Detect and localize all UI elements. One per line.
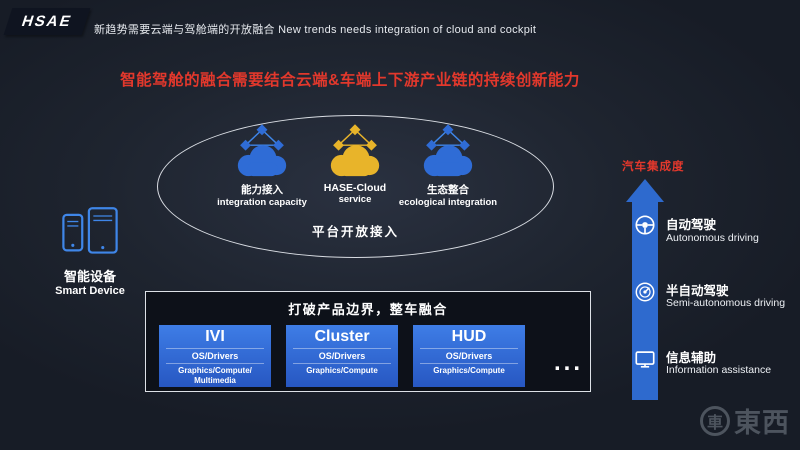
fusion-box: 打破产品边界，整车融合 IVI OS/Drivers Graphics/Comp… [145,291,591,392]
module-stack: Graphics/Compute/ Multimedia [178,364,252,387]
module-stack-line2: Multimedia [194,376,236,386]
cloud-label-cn: HASE-Cloud [323,182,387,194]
hsae-logo-text: HSAE [19,13,75,30]
module-stack-line1: Graphics/Compute [433,366,505,375]
level-semi-autonomous-cn: 半自动驾驶 [666,284,729,298]
hsae-logo: HSAE [3,8,91,35]
level-autonomous-cn: 自动驾驶 [666,218,717,232]
level-semi-autonomous-en: Semi-autonomous driving [666,297,786,309]
fusion-box-title: 打破产品边界，整车融合 [288,302,448,317]
module-name: Cluster [314,328,370,345]
cloud-network-icon [330,124,380,177]
cloud-label-cn: 生态整合 [427,184,469,196]
integration-arrowhead [626,179,664,202]
platform-open-access-caption: 平台开放接入 [311,225,399,239]
watermark-circle-char: 車 [700,405,730,436]
smart-device-label-en: Smart Device [55,285,125,297]
level-information-cn: 信息辅助 [666,351,717,365]
module-name: IVI [205,328,225,345]
cloud-ecological-integration: 生态整合 ecological integration [388,122,508,208]
gauge-icon [634,281,656,308]
cloud-hase-service: HASE-Cloud service [295,122,415,205]
module-stack-line1: Graphics/Compute/ [178,366,252,375]
module-card-cluster: Cluster OS/Drivers Graphics/Compute [286,325,398,387]
module-stack: Graphics/Compute [306,364,378,376]
level-autonomous-en: Autonomous driving [666,232,759,244]
module-card-hud: HUD OS/Drivers Graphics/Compute [413,325,525,387]
cloud-network-icon [423,124,473,177]
cloud-label-en: service [338,194,372,205]
smart-device-group: 智能设备 Smart Device [50,206,130,297]
module-row: IVI OS/Drivers Graphics/Compute/ Multime… [146,318,590,387]
header-subtitle: 新趋势需要云端与驾舱端的开放融合 New trends needs integr… [94,24,537,36]
cloud-platform-ellipse [157,115,554,258]
cloud-label-en: ecological integration [398,197,498,208]
integration-axis-title: 汽车集成度 [622,161,685,173]
module-name: HUD [451,328,487,345]
monitor-icon [634,348,656,375]
module-card-ivi: IVI OS/Drivers Graphics/Compute/ Multime… [159,325,271,387]
cloud-label-en: integration capacity [217,197,307,208]
page-title: 智能驾舱的融合需要结合云端&车端上下游产业链的持续创新能力 [120,72,580,89]
smart-device-label-cn: 智能设备 [63,269,116,284]
module-os: OS/Drivers [165,348,265,364]
watermark-text: 東西 [734,408,790,438]
cloud-label-cn: 能力接入 [241,184,283,196]
level-information-en: Information assistance [666,364,772,376]
more-modules-ellipsis: ... [554,349,584,376]
module-os: OS/Drivers [292,348,392,364]
steering-wheel-icon [634,214,656,241]
cloud-capability-access: 能力接入 integration capacity [202,122,322,208]
module-stack-line1: Graphics/Compute [306,366,378,375]
module-stack: Graphics/Compute [433,364,505,376]
module-os: OS/Drivers [419,348,519,364]
cloud-network-icon [237,124,287,177]
chedongxi-watermark: 車 東西 [700,401,790,440]
smartphone-tablet-icon [62,207,118,254]
